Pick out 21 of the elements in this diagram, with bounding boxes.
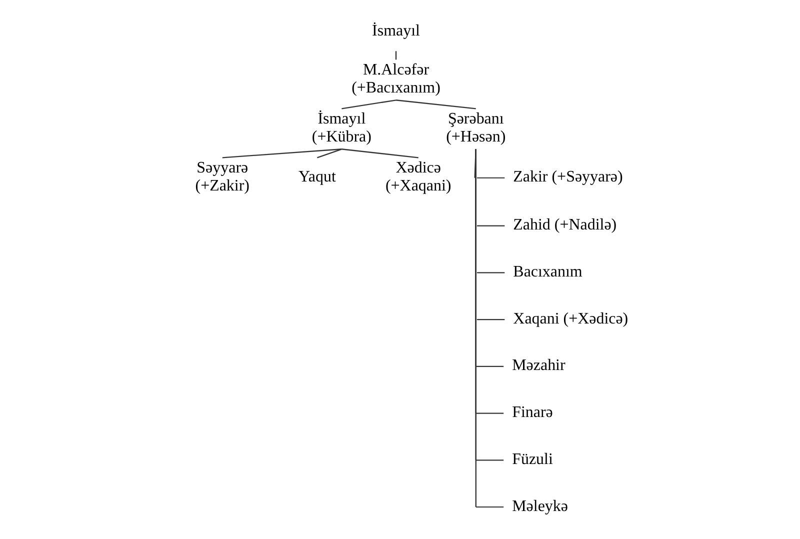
node-text: İsmayıl [372,22,420,40]
connector [342,148,418,158]
node-text: M.Alcəfər (+Bacıxanım) [352,62,440,97]
node-text: Xaqani (+Xədicə) [513,310,628,328]
node-text: Yaqut [298,168,336,186]
connector [317,148,342,158]
node-text: Zakir (+Səyyarə) [513,168,623,186]
node-text: Bacıxanım [513,263,582,280]
node-text: İsmayıl (+Kübra) [312,110,372,146]
node-text: Səyyarə (+Zakir) [195,160,250,195]
node-text: Məleykə [512,498,568,515]
node-text: Finarə [512,404,553,422]
connector [474,149,476,178]
node-text: Xədicə (+Xaqani) [385,160,452,195]
connector [396,100,476,110]
node-text: Məzahir [512,357,566,374]
node-text: Füzuli [512,450,553,468]
connector [342,100,396,110]
connector [222,148,342,158]
node-text: Şərəbanı (+Həsən) [446,110,506,146]
node-text: Zahid (+Nadilə) [513,216,617,234]
